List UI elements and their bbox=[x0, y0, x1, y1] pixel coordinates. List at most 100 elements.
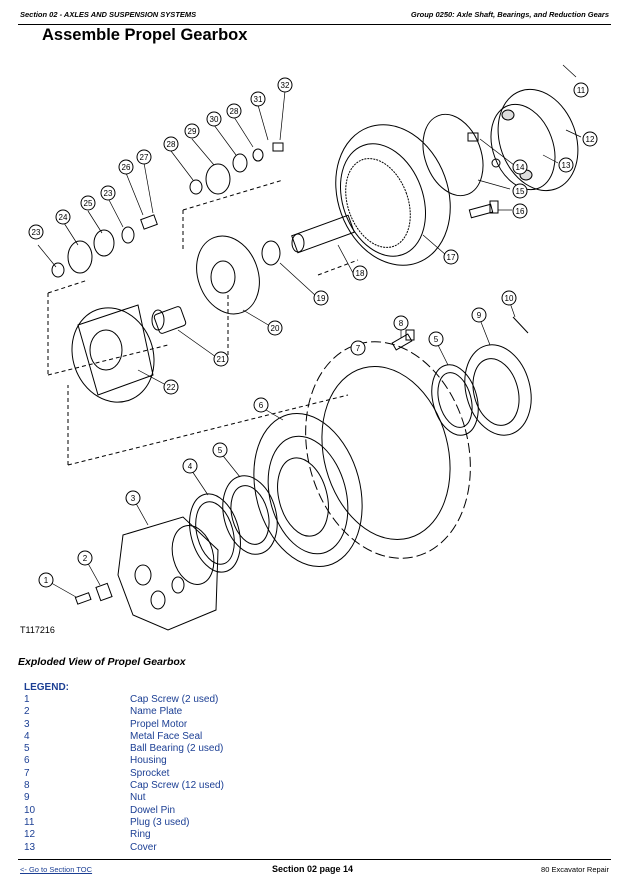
callout-22: 22 bbox=[163, 379, 179, 395]
legend-item-text: Sprocket bbox=[130, 767, 170, 779]
metal-face-seal-part bbox=[189, 493, 241, 573]
callout-31: 31 bbox=[250, 91, 266, 107]
callout-6: 6 bbox=[253, 397, 269, 413]
callout-10: 10 bbox=[501, 290, 517, 306]
callout-30: 30 bbox=[206, 111, 222, 127]
thrust-washer-part bbox=[261, 240, 281, 266]
svg-text:3: 3 bbox=[131, 494, 136, 503]
page-title: Assemble Propel Gearbox bbox=[42, 26, 248, 44]
callout-24: 24 bbox=[55, 209, 71, 225]
legend-item-text: Cover bbox=[130, 841, 157, 853]
legend-item-text: Dowel Pin bbox=[130, 804, 176, 816]
nut-part bbox=[464, 344, 532, 436]
exploded-view-figure: 1 2 3 4 5 6 7 8 5 9 10 11 12 13 14 15 16… bbox=[18, 55, 613, 645]
callout-23b: 23 bbox=[100, 185, 116, 201]
callout-7: 7 bbox=[350, 340, 366, 356]
svg-text:28: 28 bbox=[167, 140, 176, 149]
legend-item: 4 Metal Face Seal bbox=[24, 731, 424, 743]
callout-8: 8 bbox=[393, 315, 409, 331]
header-section: Section 02 - AXLES AND SUSPENSION SYSTEM… bbox=[20, 10, 197, 19]
callout-12: 12 bbox=[582, 131, 598, 147]
svg-text:31: 31 bbox=[254, 95, 263, 104]
legend-item-text: Plug (3 used) bbox=[130, 816, 190, 828]
svg-text:9: 9 bbox=[477, 311, 482, 320]
sprocket-part bbox=[305, 341, 471, 559]
svg-text:32: 32 bbox=[281, 81, 290, 90]
callout-32: 32 bbox=[277, 77, 293, 93]
legend-item: 12 Ring bbox=[24, 829, 424, 841]
callout-19: 19 bbox=[313, 290, 329, 306]
dowel-pin-part bbox=[512, 316, 529, 334]
legend-item: 10 Dowel Pin bbox=[24, 805, 424, 817]
svg-text:10: 10 bbox=[505, 294, 514, 303]
planet-gear-parts bbox=[51, 142, 284, 278]
svg-text:22: 22 bbox=[167, 383, 176, 392]
planet-carrier-part bbox=[71, 304, 155, 403]
sun-gear-part bbox=[151, 306, 187, 334]
page-number: Section 02 page 14 bbox=[272, 864, 354, 874]
callout-9: 9 bbox=[471, 307, 487, 323]
svg-text:4: 4 bbox=[188, 462, 193, 471]
callout-3: 3 bbox=[125, 490, 141, 506]
section-toc-link[interactable]: <- Go to Section TOC bbox=[20, 865, 93, 874]
plug-part bbox=[467, 132, 479, 142]
svg-text:20: 20 bbox=[271, 324, 280, 333]
svg-text:6: 6 bbox=[259, 401, 264, 410]
legend-item-text: Ball Bearing (2 used) bbox=[130, 743, 224, 755]
callout-14: 14 bbox=[512, 159, 528, 175]
legend-item-number: 5 bbox=[24, 743, 30, 755]
cap-screw-16 bbox=[468, 200, 499, 219]
svg-text:18: 18 bbox=[356, 269, 365, 278]
header-divider bbox=[18, 24, 611, 25]
svg-text:5: 5 bbox=[218, 446, 223, 455]
legend-item-text: Housing bbox=[130, 755, 167, 767]
svg-text:8: 8 bbox=[399, 319, 404, 328]
legend-item-number: 7 bbox=[24, 767, 30, 779]
exploded-view-drawing: 1 2 3 4 5 6 7 8 5 9 10 11 12 13 14 15 16… bbox=[20, 64, 598, 635]
cover-part bbox=[490, 88, 579, 192]
legend-item: 3 Propel Motor bbox=[24, 719, 424, 731]
legend-item-text: Nut bbox=[130, 792, 146, 804]
callout-17: 17 bbox=[443, 249, 459, 265]
callout-5-right: 5 bbox=[428, 331, 444, 347]
ball-bearing-right bbox=[431, 364, 479, 436]
svg-text:12: 12 bbox=[586, 135, 595, 144]
legend-item-number: 3 bbox=[24, 718, 30, 730]
svg-text:1: 1 bbox=[44, 576, 49, 585]
legend-item-text: Name Plate bbox=[130, 706, 183, 718]
callout-18: 18 bbox=[352, 265, 368, 281]
legend-item-number: 11 bbox=[24, 816, 35, 828]
callout-13: 13 bbox=[558, 157, 574, 173]
callout-28: 28 bbox=[163, 136, 179, 152]
svg-text:19: 19 bbox=[317, 294, 326, 303]
legend-item-number: 10 bbox=[24, 804, 36, 816]
legend-item-number: 12 bbox=[24, 829, 36, 841]
legend-item-number: 13 bbox=[24, 841, 36, 853]
legend-item-text: Propel Motor bbox=[130, 718, 188, 730]
legend-item-text: Metal Face Seal bbox=[130, 730, 203, 742]
svg-text:27: 27 bbox=[140, 153, 149, 162]
legend-item-number: 9 bbox=[24, 792, 30, 804]
callout-4: 4 bbox=[182, 458, 198, 474]
legend-item-number: 1 bbox=[24, 694, 30, 705]
svg-text:24: 24 bbox=[59, 213, 68, 222]
assembly-guide-lines bbox=[47, 179, 359, 466]
legend-item: 5 Ball Bearing (2 used) bbox=[24, 743, 424, 755]
legend-item: 13 Cover bbox=[24, 842, 424, 854]
housing-part bbox=[253, 412, 363, 568]
svg-text:15: 15 bbox=[516, 187, 525, 196]
callout-23: 23 bbox=[28, 224, 44, 240]
figure-id: T117216 bbox=[20, 625, 55, 635]
svg-text:29: 29 bbox=[188, 127, 197, 136]
legend-item-text: Ring bbox=[130, 829, 151, 841]
document-title: 80 Excavator Repair bbox=[541, 865, 609, 874]
svg-text:11: 11 bbox=[577, 86, 586, 95]
cap-screw-1 bbox=[74, 592, 92, 605]
callout-2: 2 bbox=[77, 550, 93, 566]
legend-item: 11 Plug (3 used) bbox=[24, 817, 424, 829]
svg-text:21: 21 bbox=[217, 355, 226, 364]
legend-item-number: 4 bbox=[24, 730, 30, 742]
callout-20: 20 bbox=[267, 320, 283, 336]
